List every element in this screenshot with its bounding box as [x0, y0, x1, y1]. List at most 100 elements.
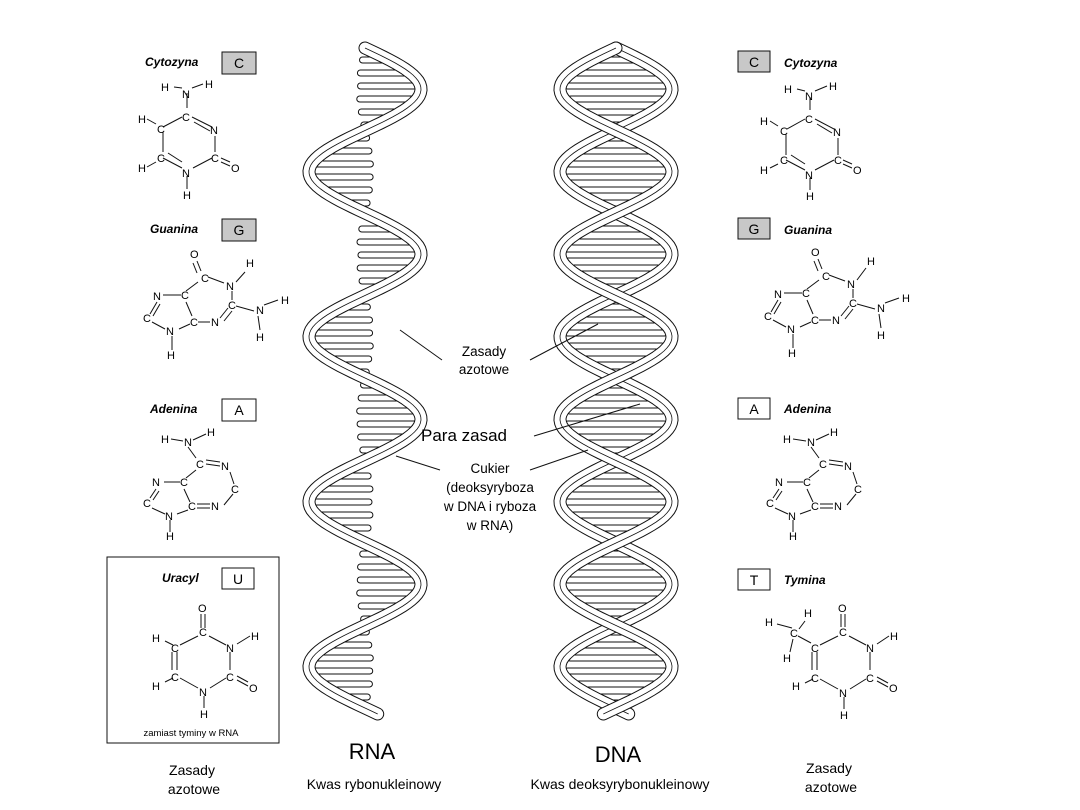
svg-text:C: C [211, 153, 219, 165]
guanine-right-badge [737, 217, 771, 240]
cytosine-left-structure: H N H C H C N H C C O N H [138, 79, 240, 202]
svg-text:H: H [166, 531, 174, 543]
rna-base [311, 498, 373, 506]
svg-text:N: N [787, 324, 795, 336]
rna-base [356, 420, 418, 428]
dna-base-pair [566, 589, 666, 597]
bottom-left-label-1: Zasady [169, 762, 215, 778]
svg-text:H: H [760, 165, 768, 177]
svg-text:N: N [226, 643, 234, 655]
rna-base [357, 251, 419, 259]
uracil-badge [221, 567, 255, 590]
uracil-letter: U [233, 571, 243, 587]
svg-text:O: O [198, 603, 207, 615]
svg-text:C: C [811, 315, 819, 327]
pair-pointer [533, 403, 641, 437]
sugar-pointer-right [529, 449, 589, 471]
dna-base-pair [575, 433, 657, 441]
svg-text:N: N [165, 511, 173, 523]
svg-text:H: H [829, 81, 837, 93]
svg-text:H: H [152, 681, 160, 693]
svg-text:N: N [775, 477, 783, 489]
svg-text:C: C [803, 477, 811, 489]
svg-text:H: H [877, 330, 885, 342]
svg-text:H: H [902, 293, 910, 305]
cytosine-right-badge [737, 50, 771, 73]
svg-text:C: C [157, 124, 165, 136]
svg-text:H: H [840, 710, 848, 722]
svg-text:H: H [765, 617, 773, 629]
dna-base-pair [565, 160, 667, 168]
rna-base [356, 95, 415, 103]
base-pair-label: Para zasad [421, 426, 507, 445]
svg-text:N: N [226, 281, 234, 293]
svg-text:H: H [867, 256, 875, 268]
dna-base-pair [563, 251, 669, 259]
sugar-label-4: w RNA) [466, 518, 514, 533]
svg-text:C: C [231, 484, 239, 496]
svg-text:H: H [760, 116, 768, 128]
svg-text:C: C [866, 673, 874, 685]
svg-text:N: N [847, 279, 855, 291]
adenine-left-structure: H N H C N C N C C C N N H [143, 427, 239, 543]
svg-text:N: N [221, 461, 229, 473]
cytosine-right-name: Cytozyna [784, 56, 838, 70]
adenine-right-structure: H N H C N C N C C C N N H [766, 427, 862, 543]
rna-base [314, 654, 374, 662]
bottom-right-label-1: Zasady [806, 760, 852, 776]
dna-base-pair [566, 654, 666, 662]
rna-title: RNA [349, 739, 396, 764]
adenine-left-name: Adenina [149, 402, 198, 416]
svg-text:H: H [246, 258, 254, 270]
svg-text:O: O [190, 249, 199, 261]
cytosine-right: C Cytozyna H N H C H C N H [737, 50, 862, 203]
bases-pointer-right [529, 323, 599, 361]
svg-text:C: C [199, 627, 207, 639]
dna-base-pair [576, 186, 656, 194]
svg-text:C: C [811, 643, 819, 655]
svg-text:H: H [804, 608, 812, 620]
svg-text:H: H [783, 434, 791, 446]
guanine-left-name: Guanina [150, 222, 198, 236]
svg-text:H: H [161, 434, 169, 446]
dna-base-pair [575, 680, 657, 688]
guanine-right-letter: G [749, 221, 760, 237]
svg-text:N: N [788, 511, 796, 523]
svg-text:O: O [853, 165, 862, 177]
svg-text:N: N [166, 326, 174, 338]
rna-base [314, 342, 374, 350]
adenine-right-letter: A [749, 401, 759, 417]
dna-base-pair [573, 69, 659, 77]
guanine-left-structure: O C N H C N C N H H C C N N H [143, 249, 289, 362]
svg-text:H: H [784, 84, 792, 96]
cytosine-right-structure: H N H C H C N H C C O N H [760, 81, 862, 203]
dna-helix [553, 41, 679, 721]
svg-text:H: H [783, 653, 791, 665]
dna-base-pair [569, 238, 663, 246]
svg-text:C: C [157, 153, 165, 165]
svg-text:O: O [889, 683, 898, 695]
dna-base-pair [571, 264, 661, 272]
rna-base [356, 589, 416, 597]
uracil-panel: Uracyl U O C H N H C C C H [106, 556, 280, 744]
dna-base-pair [563, 498, 669, 506]
rna-base [356, 407, 416, 415]
svg-text:N: N [866, 643, 874, 655]
rna-base [312, 173, 374, 181]
dna-base-pair [564, 576, 668, 584]
svg-text:C: C [143, 498, 151, 510]
dna-base-pair [567, 95, 665, 103]
sugar-pointer-left [395, 455, 441, 471]
svg-text:N: N [833, 127, 841, 139]
svg-text:C: C [834, 155, 842, 167]
svg-text:N: N [211, 317, 219, 329]
svg-text:H: H [806, 191, 814, 203]
cytosine-left: Cytozyna C H N H C H C N H [138, 51, 257, 202]
cytosine-right-letter: C [749, 54, 759, 70]
thymine-right-structure: O C H H C H N H C C C H O N H [765, 603, 898, 722]
svg-text:H: H [281, 295, 289, 307]
svg-text:H: H [789, 531, 797, 543]
svg-text:H: H [251, 631, 259, 643]
adenine-right: A Adenina H N H C N C N [737, 397, 862, 543]
svg-text:C: C [811, 673, 819, 685]
